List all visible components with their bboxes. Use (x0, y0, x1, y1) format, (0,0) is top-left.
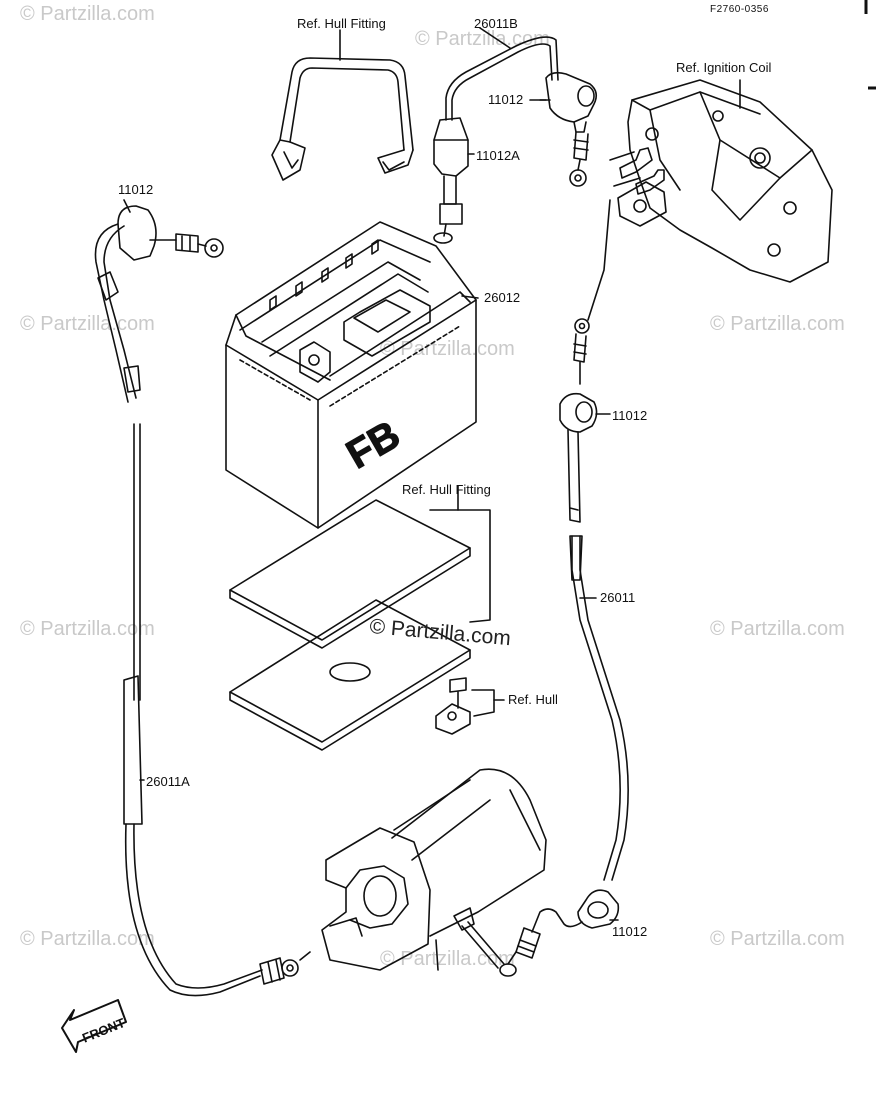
label-ref-ignition-coil: Ref. Ignition Coil (676, 60, 771, 75)
watermark: © Partzilla.com (380, 338, 515, 360)
cap-11012-bottom (499, 889, 620, 977)
watermark: © Partzilla.com (20, 3, 155, 25)
label-26011a: 26011A (146, 774, 190, 789)
label-front: FRONT (80, 1015, 127, 1046)
cable-26011 (573, 199, 611, 385)
ignition-coil (609, 79, 833, 283)
battery-pad-upper (229, 499, 471, 649)
watermark: © Partzilla.com (20, 928, 155, 950)
watermark: © Partzilla.com (710, 928, 845, 950)
cable-26011b (445, 27, 559, 121)
label-11012-mid: 11012 (612, 408, 647, 423)
cap-11012-mid (559, 392, 598, 523)
label-ref-hull-fitting-top: Ref. Hull Fitting (297, 16, 386, 31)
label-ref-hull: Ref. Hull (508, 692, 558, 707)
label-26012: 26012 (484, 290, 520, 305)
watermark: © Partzilla.com (20, 313, 155, 335)
watermark: © Partzilla.com (380, 948, 515, 970)
label-11012a: 11012A (476, 148, 520, 163)
diagram-code: F2760-0356 (710, 4, 769, 15)
starter-motor (321, 768, 547, 971)
label-26011b: 26011B (474, 16, 518, 31)
hull-fitting-strap (271, 29, 414, 181)
watermark: © Partzilla.com (20, 618, 155, 640)
battery-mark: FB (339, 413, 407, 478)
battery-pad-lower (229, 599, 471, 751)
front-arrow (61, 999, 127, 1053)
leader-lines (139, 99, 619, 921)
label-11012-left: 11012 (118, 182, 153, 197)
cap-11012-left (117, 199, 224, 261)
label-11012-bottom: 11012 (612, 924, 647, 939)
cap-11012a (433, 117, 475, 244)
label-26011: 26011 (600, 590, 635, 605)
label-11012-top: 11012 (488, 92, 523, 107)
watermark: © Partzilla.com (710, 313, 845, 335)
watermark: © Partzilla.com (415, 28, 550, 50)
cable-26011-lower (569, 535, 629, 881)
hull-bracket (435, 677, 471, 735)
cable-26011a (94, 223, 311, 997)
label-ref-hull-fitting-mid: Ref. Hull Fitting (402, 482, 491, 497)
cap-11012-top (539, 71, 598, 187)
watermark-tiles: © Partzilla.com © Partzilla.com © Partzi… (20, 3, 845, 970)
watermark: © Partzilla.com (710, 618, 845, 640)
